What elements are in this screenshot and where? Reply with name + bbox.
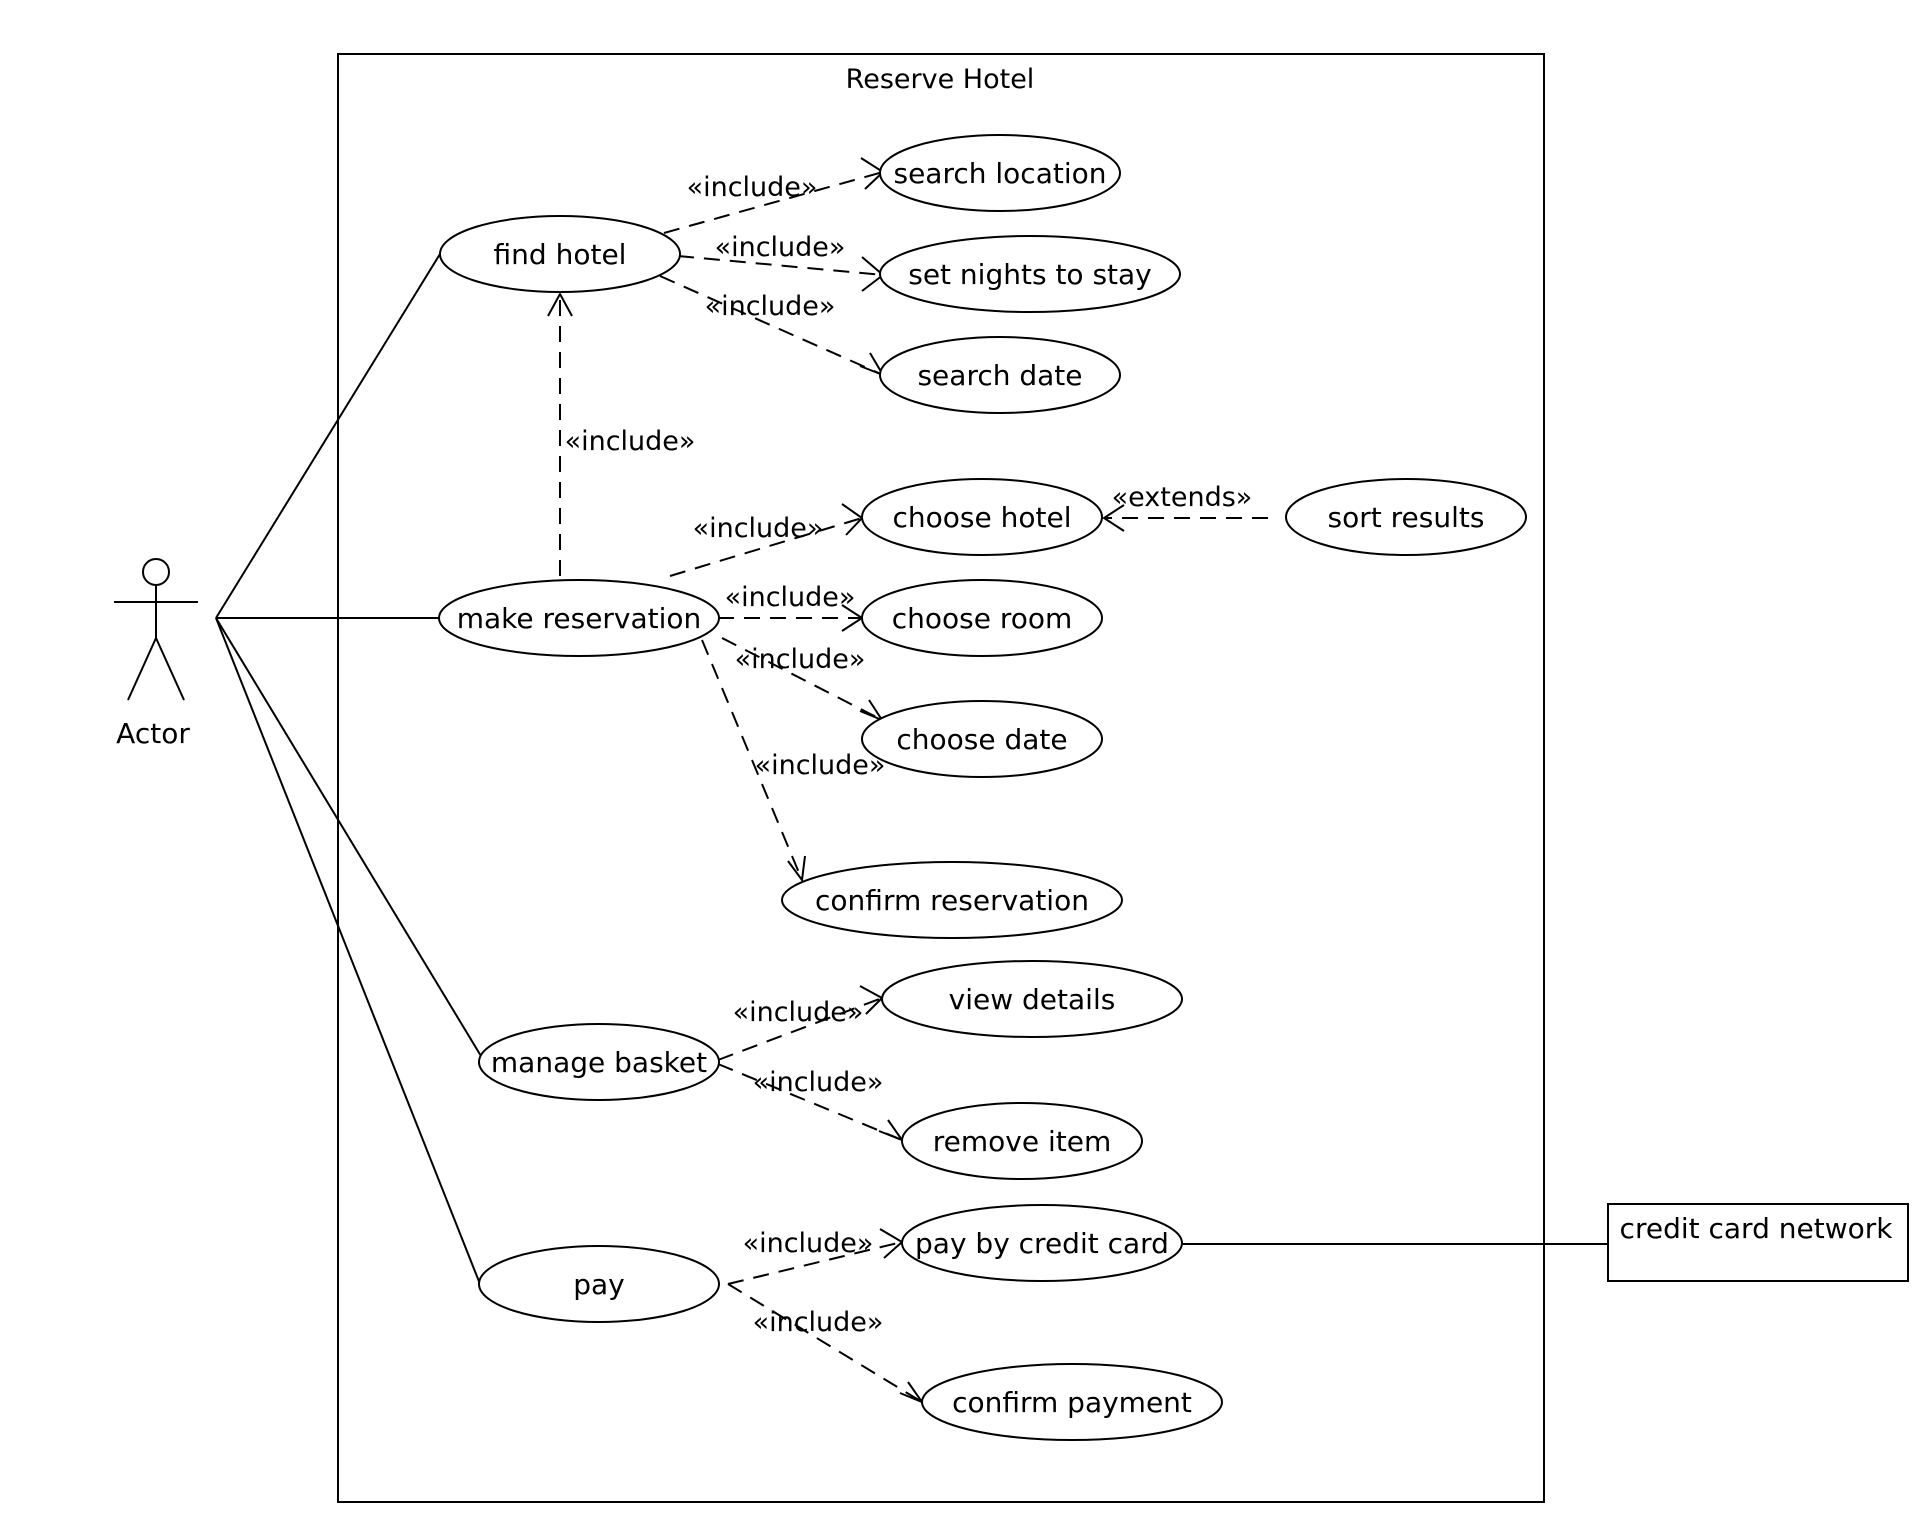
extends-label: «extends»: [1112, 482, 1253, 513]
use-case-label: set nights to stay: [908, 258, 1152, 291]
arrowhead: [879, 1228, 904, 1259]
include-label: «include»: [565, 426, 696, 457]
include-pay-pay-by-credit-card: [727, 1241, 903, 1285]
association-actor-find-hotel: [215, 253, 441, 619]
use-case-ellipse: [879, 235, 1181, 313]
arrowhead: [787, 855, 806, 883]
credit-card-network-box[interactable]: [1607, 1203, 1909, 1282]
include-label: «include»: [755, 750, 886, 781]
include-label: «include»: [705, 291, 836, 322]
use-case-label: search location: [893, 157, 1106, 190]
arrowhead: [547, 291, 573, 317]
actor[interactable]: Actor: [114, 558, 198, 750]
include-label: «include»: [743, 1228, 874, 1259]
include-label: «include»: [715, 232, 846, 263]
use-case-ellipse: [439, 215, 681, 293]
use-case-ellipse: [781, 861, 1123, 939]
use-case-ellipse: [861, 579, 1103, 657]
credit-card-network-label: credit card network: [1620, 1212, 1894, 1245]
use-case-label: confirm payment: [952, 1386, 1192, 1419]
use-case-ellipse: [861, 700, 1103, 778]
include-label: «include»: [693, 513, 824, 544]
actor-label: Actor: [116, 717, 190, 750]
dependencies: «include» «include» «include» «include» …: [547, 157, 1268, 1405]
include-label: «include»: [733, 997, 864, 1028]
use-case-ellipse: [438, 579, 720, 657]
arrowhead: [899, 1381, 925, 1405]
arrowhead: [1102, 504, 1125, 532]
include-find-hotel-search-location: [663, 171, 884, 234]
use-case-ellipse: [879, 336, 1121, 414]
use-case-pay[interactable]: pay: [478, 1245, 720, 1323]
use-case-label: make reservation: [457, 602, 702, 635]
use-case-manage-basket[interactable]: manage basket: [478, 1023, 720, 1101]
use-case-choose-date[interactable]: choose date: [861, 700, 1103, 778]
use-case-label: pay by credit card: [915, 1227, 1169, 1260]
include-make-reservation-choose-hotel: [669, 517, 863, 577]
association-actor-manage-basket: [215, 617, 485, 1062]
use-case-label: manage basket: [491, 1046, 707, 1079]
use-case-pay-by-credit-card[interactable]: pay by credit card: [901, 1204, 1183, 1282]
use-case-ellipse: [901, 1204, 1183, 1282]
use-case-label: find hotel: [494, 238, 627, 271]
include-label: «include»: [753, 1307, 884, 1338]
use-case-remove-item[interactable]: remove item: [901, 1102, 1143, 1180]
use-case-confirm-payment[interactable]: confirm payment: [921, 1363, 1223, 1441]
use-case-label: pay: [573, 1268, 625, 1301]
system-boundary: [337, 53, 1545, 1503]
use-case-set-nights-to-stay[interactable]: set nights to stay: [879, 235, 1181, 313]
use-case-ellipse: [901, 1102, 1143, 1180]
use-case-ellipse: [921, 1363, 1223, 1441]
use-case-label: search date: [917, 359, 1082, 392]
include-manage-basket-view-details: [717, 997, 883, 1061]
include-manage-basket-remove-item: [717, 1063, 903, 1141]
use-case-label: choose room: [892, 602, 1073, 635]
include-make-reservation-choose-date: [721, 637, 883, 721]
use-case-search-location[interactable]: search location: [879, 134, 1121, 212]
use-case-ellipse: [879, 134, 1121, 212]
arrowhead: [878, 1119, 905, 1143]
use-case-ellipse: [478, 1023, 720, 1101]
include-label: «include»: [753, 1067, 884, 1098]
use-case-ellipse: [478, 1245, 720, 1323]
use-case-label: choose hotel: [893, 501, 1072, 534]
use-case-choose-hotel[interactable]: choose hotel: [861, 478, 1103, 556]
use-case-ellipse: [1285, 478, 1527, 556]
use-case-choose-room[interactable]: choose room: [861, 579, 1103, 657]
include-find-hotel-set-nights: [677, 255, 884, 276]
include-pay-confirm-payment: [727, 1283, 923, 1403]
include-label: «include»: [687, 172, 818, 203]
include-make-reservation-confirm-reservation: [701, 639, 803, 881]
use-case-label: sort results: [1328, 501, 1485, 534]
use-case-label: remove item: [933, 1125, 1112, 1158]
actor-head-icon: [142, 558, 170, 586]
use-case-ellipse: [881, 960, 1183, 1038]
include-find-hotel-search-date: [659, 275, 884, 376]
use-case-view-details[interactable]: view details: [881, 960, 1183, 1038]
use-case-label: view details: [949, 983, 1116, 1016]
actor-left-leg: [127, 637, 157, 701]
use-case-confirm-reservation[interactable]: confirm reservation: [781, 861, 1123, 939]
actor-right-leg: [155, 637, 185, 701]
use-case-find-hotel[interactable]: find hotel: [439, 215, 681, 293]
use-case-ellipse: [861, 478, 1103, 556]
system-title: Reserve Hotel: [846, 64, 1035, 95]
association-actor-pay: [215, 617, 481, 1285]
use-case-label: choose date: [896, 723, 1067, 756]
use-case-search-date[interactable]: search date: [879, 336, 1121, 414]
include-label: «include»: [725, 582, 856, 613]
use-case-make-reservation[interactable]: make reservation: [438, 579, 720, 657]
include-label: «include»: [735, 644, 866, 675]
use-case-label: confirm reservation: [815, 884, 1089, 917]
use-case-sort-results[interactable]: sort results: [1285, 478, 1527, 556]
